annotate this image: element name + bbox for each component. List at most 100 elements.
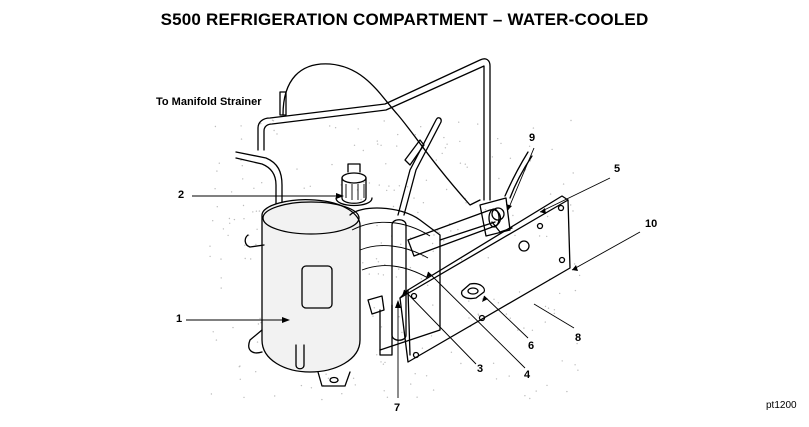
stipple-dot	[532, 127, 535, 129]
stipple-dot	[380, 144, 382, 146]
stipple-dot	[551, 148, 553, 151]
callout-3: 3	[477, 363, 484, 375]
stipple-dot	[421, 347, 424, 349]
stipple-dot	[353, 144, 356, 146]
stipple-dot	[386, 396, 389, 398]
stipple-dot	[357, 128, 359, 130]
stipple-dot	[572, 210, 574, 212]
stipple-dot	[458, 121, 460, 123]
stipple-dot	[445, 188, 448, 191]
stipple-dot	[220, 258, 222, 260]
stipple-dot	[243, 396, 245, 399]
stipple-dot	[261, 182, 263, 184]
stipple-dot	[446, 143, 448, 145]
stipple-dot	[413, 197, 415, 199]
stipple-dot	[395, 276, 398, 278]
callout-8: 8	[575, 332, 582, 344]
stipple-dot	[459, 162, 462, 164]
stipple-dot	[422, 255, 424, 258]
stipple-dot	[272, 120, 275, 122]
stipple-dot	[325, 373, 327, 375]
stipple-dot	[437, 230, 439, 232]
stipple-dot	[244, 244, 246, 246]
stipple-dot	[414, 134, 416, 136]
callout-1: 1	[176, 313, 183, 325]
stipple-dot	[242, 178, 244, 180]
callout-10: 10	[645, 218, 658, 230]
water-regulating-valve	[479, 151, 533, 237]
stipple-dot	[497, 138, 499, 140]
stipple-dot	[229, 222, 231, 224]
stipple-dot	[460, 259, 463, 261]
stipple-dot	[260, 122, 262, 125]
stipple-dot	[435, 159, 437, 161]
stipple-dot	[393, 189, 395, 191]
stipple-dot	[468, 300, 470, 302]
stipple-dot	[425, 375, 428, 377]
stipple-dot	[464, 163, 466, 165]
stipple-dot	[233, 218, 236, 221]
stipple-dot	[561, 360, 563, 362]
stipple-dot	[427, 284, 429, 286]
page-title: S500 REFRIGERATION COMPARTMENT – WATER-C…	[160, 10, 649, 29]
stipple-dot	[417, 211, 419, 214]
stipple-dot	[216, 170, 218, 172]
stipple-dot	[420, 278, 423, 280]
stipple-dot	[222, 228, 225, 230]
stipple-dot	[425, 179, 428, 181]
stipple-dot	[441, 152, 443, 155]
stipple-dot	[257, 323, 260, 325]
stipple-dot	[243, 218, 245, 220]
stipple-dot	[509, 317, 511, 319]
stipple-dot	[276, 133, 278, 135]
stipple-dot	[398, 316, 400, 318]
compressor-terminal-cover	[301, 265, 333, 309]
stipple-dot	[524, 395, 526, 397]
stipple-dot	[492, 362, 495, 364]
stipple-dot	[443, 240, 445, 242]
stipple-dot	[321, 398, 323, 401]
water-valve-cylinder	[407, 208, 502, 257]
stipple-dot	[382, 274, 385, 276]
stipple-dot	[509, 157, 512, 159]
stipple-dot	[577, 369, 579, 371]
stipple-dot	[514, 234, 516, 237]
stipple-dot	[300, 384, 303, 387]
stipple-dot	[468, 317, 470, 319]
stipple-dot	[547, 307, 550, 309]
stipple-dot	[341, 393, 343, 395]
stipple-dot	[220, 287, 222, 289]
stipple-dot	[209, 245, 211, 247]
strainer-tube	[282, 63, 481, 206]
callout-9: 9	[529, 132, 536, 144]
stipple-dot	[209, 255, 211, 258]
suction-tube	[235, 157, 277, 273]
stipple-dot	[574, 364, 576, 366]
stipple-dot	[398, 268, 400, 270]
stipple-dot	[383, 120, 385, 122]
stipple-dot	[241, 165, 243, 167]
stipple-dot	[256, 228, 258, 230]
stipple-dot	[397, 133, 399, 136]
stipple-dot	[384, 361, 386, 364]
stipple-dot	[535, 390, 537, 392]
stipple-dot	[573, 263, 576, 265]
stipple-dot	[216, 206, 218, 208]
stipple-dot	[378, 184, 380, 186]
stipple-dot	[500, 142, 502, 145]
stipple-dot	[239, 378, 241, 380]
stipple-dot	[380, 361, 382, 363]
stipple-dot	[274, 395, 276, 397]
stipple-dot	[570, 119, 572, 122]
stipple-dot	[377, 273, 380, 275]
stipple-dot	[546, 384, 548, 387]
stipple-dot	[549, 193, 552, 195]
stipple-dot	[478, 314, 480, 317]
stipple-dot	[553, 309, 556, 311]
stipple-dot	[392, 205, 395, 208]
compressor-foot-right	[317, 371, 351, 387]
stipple-dot	[422, 202, 425, 204]
leader-lines	[186, 147, 641, 398]
stipple-dot	[431, 242, 434, 245]
